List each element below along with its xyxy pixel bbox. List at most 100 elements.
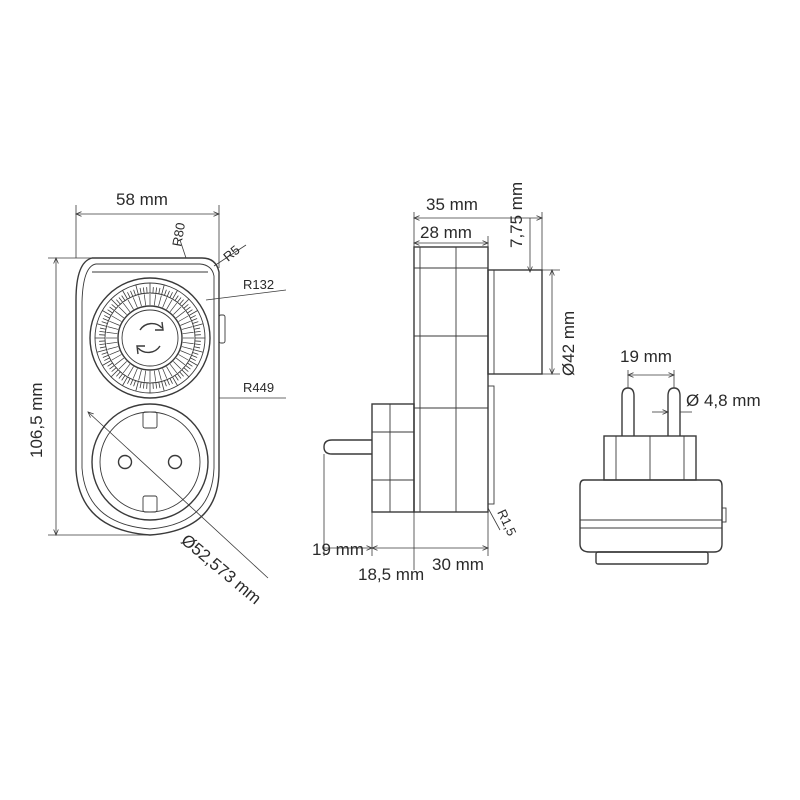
dial-segment bbox=[166, 366, 173, 377]
dial-tick bbox=[110, 369, 119, 378]
dial-tick bbox=[192, 352, 199, 355]
dim-dial-diameter: Ø42 mm bbox=[559, 311, 578, 376]
side-view: 35 mm 28 mm 7,75 mm Ø42 mm 19 mm 18,5 mm… bbox=[312, 182, 578, 584]
dial-tick bbox=[111, 304, 117, 309]
dial-segment bbox=[132, 297, 138, 308]
dim-pin-18-5: 18,5 mm bbox=[358, 565, 424, 584]
front-body-inner-edge bbox=[81, 263, 215, 530]
dial-tick bbox=[118, 297, 123, 303]
dial-segment bbox=[122, 363, 131, 374]
dim-offset: 7,75 mm bbox=[507, 182, 526, 248]
side-switch bbox=[218, 314, 226, 344]
dial-segment bbox=[138, 369, 142, 381]
dial-tick bbox=[96, 323, 107, 327]
dial-tick bbox=[193, 323, 204, 327]
dial-segment bbox=[127, 299, 134, 310]
dial-tick bbox=[122, 290, 128, 300]
dim-pin-19: 19 mm bbox=[312, 540, 364, 559]
plug-base-ring bbox=[595, 551, 709, 565]
timer-dial-outer bbox=[89, 277, 211, 399]
dial-tick bbox=[99, 330, 106, 333]
dial-tick bbox=[135, 284, 139, 295]
dial-tick bbox=[187, 362, 193, 367]
dial-tick bbox=[104, 315, 110, 319]
dial-segment bbox=[122, 302, 131, 313]
dim-r5: R5 bbox=[220, 242, 242, 264]
timer-dial-ticks bbox=[95, 283, 205, 393]
dim-socket-diameter: Ø52,573 mm bbox=[177, 531, 264, 609]
dial-segment bbox=[158, 295, 162, 307]
dim-body-30: 30 mm bbox=[432, 555, 484, 574]
dial-segment bbox=[114, 357, 125, 366]
side-plug-body bbox=[371, 403, 415, 513]
dial-segment bbox=[107, 326, 119, 330]
dial-tick bbox=[185, 306, 191, 311]
dial-segment bbox=[169, 363, 178, 374]
dial-tick bbox=[96, 349, 107, 353]
timer-dial-hub bbox=[117, 305, 183, 371]
dial-segment bbox=[162, 368, 168, 379]
dial-tick bbox=[191, 318, 198, 322]
dial-tick bbox=[181, 298, 190, 307]
dial-tick bbox=[142, 287, 145, 294]
front-body-outline bbox=[75, 257, 220, 536]
dial-tick bbox=[194, 343, 201, 346]
dial-segment bbox=[158, 369, 162, 381]
dial-tick bbox=[172, 376, 178, 386]
dial-segment bbox=[178, 354, 189, 361]
dial-segment bbox=[118, 306, 127, 315]
dial-tick bbox=[179, 299, 184, 305]
dial-tick bbox=[130, 379, 134, 386]
dial-tick bbox=[110, 298, 119, 307]
dial-tick bbox=[133, 289, 136, 296]
plug-base-body bbox=[579, 479, 723, 553]
dial-tick bbox=[107, 309, 113, 314]
dial-tick bbox=[161, 284, 165, 295]
dial-tick bbox=[116, 371, 121, 377]
dial-tick bbox=[158, 382, 161, 389]
dial-segment bbox=[109, 320, 120, 326]
dial-tick bbox=[164, 380, 167, 387]
dial-tick bbox=[127, 378, 131, 384]
dial-segment bbox=[106, 331, 118, 335]
dial-tick bbox=[161, 381, 165, 392]
dial-tick bbox=[127, 292, 131, 298]
dim-r449: R449 bbox=[243, 380, 274, 395]
dial-tick bbox=[188, 310, 198, 316]
dial-segment bbox=[162, 297, 168, 308]
front-view: 58 mm 106,5 mm R80 R5 R132 R449 Ø52,573 … bbox=[27, 190, 287, 609]
dial-tick bbox=[185, 365, 191, 370]
dial-tick bbox=[104, 357, 110, 361]
dial-tick bbox=[109, 306, 115, 311]
dial-tick bbox=[99, 346, 106, 349]
dial-tick bbox=[139, 287, 142, 294]
socket-inner bbox=[99, 411, 201, 513]
dim-width: 58 mm bbox=[116, 190, 168, 209]
dial-segment bbox=[166, 299, 173, 310]
dial-tick bbox=[191, 354, 198, 358]
socket-hole-left bbox=[117, 454, 133, 470]
dim-depth-35: 35 mm bbox=[426, 195, 478, 214]
dial-tick bbox=[116, 299, 121, 305]
socket-outer bbox=[91, 403, 209, 521]
dial-segment bbox=[106, 341, 118, 345]
dial-tick bbox=[174, 375, 179, 381]
dim-pin-diameter: Ø 4,8 mm bbox=[686, 391, 761, 410]
dial-segment bbox=[127, 366, 134, 377]
dial-tick bbox=[172, 290, 178, 300]
dial-tick bbox=[142, 382, 145, 389]
dial-segment bbox=[181, 346, 193, 350]
dial-segment bbox=[175, 310, 186, 319]
dial-segment bbox=[111, 315, 122, 322]
dial-tick bbox=[179, 371, 184, 377]
earth-clip-top bbox=[142, 411, 158, 429]
rotate-arrows-icon bbox=[137, 322, 163, 354]
side-dial-knob bbox=[487, 269, 543, 375]
dial-segment bbox=[169, 302, 178, 313]
dial-tick bbox=[121, 375, 126, 381]
dial-tick bbox=[130, 290, 134, 297]
dial-tick bbox=[107, 362, 113, 367]
dial-segment bbox=[143, 294, 147, 306]
dial-tick bbox=[193, 349, 204, 353]
